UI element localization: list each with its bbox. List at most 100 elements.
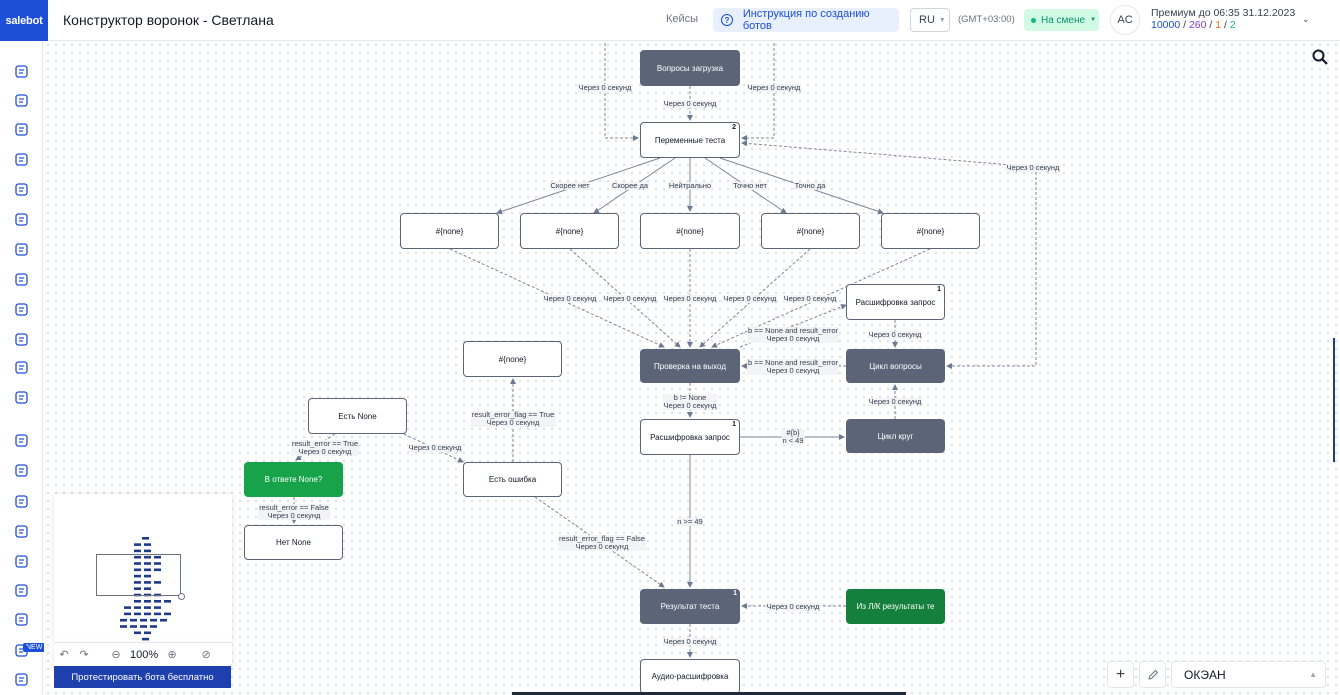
top-bar: salebot Конструктор воронок - Светлана К… [0, 0, 1340, 41]
redo-icon[interactable]: ↷ [79, 649, 89, 661]
search-icon[interactable] [1312, 49, 1328, 70]
premium-info[interactable]: Премиум до 06:35 31.12.2023 10000 / 260 … [1151, 7, 1295, 31]
minimap-block [134, 581, 141, 584]
connection-label-line: result_error_flag == False [559, 534, 645, 543]
connection-label-line: Через 0 секунд [267, 511, 321, 520]
funnel-block[interactable]: #{none} [640, 213, 740, 249]
funnel-block[interactable]: #{none} [881, 213, 980, 249]
block-count-badge: 1 [937, 286, 941, 293]
funnel-block[interactable]: Аудио-расшифровка [640, 659, 740, 694]
chevron-down-icon: ▼ [1090, 17, 1097, 23]
funnel-block[interactable]: В ответе None? [244, 462, 343, 497]
courses-icon[interactable] [14, 273, 29, 286]
funnel-block[interactable]: Есть None [308, 398, 407, 434]
shop-icon[interactable] [14, 525, 29, 538]
funnel-constructor-icon[interactable] [14, 65, 29, 78]
connection-line[interactable] [739, 304, 847, 348]
connection-label: Скорее да [610, 182, 650, 190]
connection-label: Через 0 секунд [662, 638, 718, 646]
cloud-icon[interactable] [14, 644, 29, 657]
funnel-block[interactable]: Из Л/К результаты те [846, 589, 945, 624]
bot-guide-button[interactable]: ? Инструкция по созданию ботов [713, 8, 899, 32]
funnel-block[interactable]: Цикл круг [846, 419, 945, 453]
calculator-icon[interactable] [14, 361, 29, 374]
connection-line[interactable] [741, 43, 775, 141]
clients-icon[interactable] [14, 94, 29, 107]
hide-minimap-icon[interactable]: ⊘ [201, 649, 211, 661]
funnel-block[interactable]: Нет None [244, 525, 343, 560]
connection-line[interactable] [699, 248, 811, 348]
test-bot-button[interactable]: Протестировать бота бесплатно [54, 666, 231, 688]
connection-line[interactable] [604, 43, 639, 141]
minimap[interactable] [54, 494, 232, 642]
apps-icon[interactable] [14, 555, 29, 568]
tag-icon[interactable] [14, 613, 29, 626]
payments-icon[interactable] [14, 495, 29, 508]
minimap-block [154, 568, 161, 572]
forms-icon[interactable] [14, 584, 29, 597]
funnel-block[interactable]: #{none} [463, 341, 562, 377]
funnel-select[interactable]: ОКЭАН ▲ [1171, 661, 1326, 688]
tv-icon[interactable] [14, 303, 29, 316]
undo-icon[interactable]: ↶ [59, 649, 69, 661]
connection-label: Через 0 секунд [542, 295, 598, 303]
language-select[interactable]: RU ▼ [910, 8, 950, 32]
minimap-block [144, 574, 151, 578]
edit-icon[interactable] [1139, 661, 1166, 688]
database-icon[interactable] [14, 391, 29, 404]
stats-icon[interactable] [14, 333, 29, 346]
connection-line[interactable] [295, 433, 336, 461]
cases-link[interactable]: Кейсы [666, 13, 699, 25]
funnel-block[interactable]: #{none} [520, 213, 619, 249]
funnel-block[interactable]: #{none} [761, 213, 860, 249]
minimap-viewport[interactable] [96, 554, 181, 596]
connection-label: Скорее нет [549, 182, 591, 190]
funnel-block-label: Вопросы загрузка [656, 63, 724, 73]
mail-icon[interactable] [14, 213, 29, 226]
archive-icon[interactable] [14, 243, 29, 256]
funnel-block[interactable]: #{none} [400, 213, 499, 249]
connection-label-line: Через 0 секунд [766, 366, 820, 375]
count-d: 2 [1229, 19, 1236, 31]
count-c: 1 [1215, 19, 1222, 31]
connection-label-line: Через 0 секунд [663, 294, 717, 303]
table-icon[interactable] [14, 153, 29, 166]
connection-label-line: result_error_flag == True [471, 410, 555, 419]
account-menu-chevron-icon[interactable]: ⌄ [1302, 14, 1310, 24]
horizontal-scrollbar[interactable] [512, 692, 906, 695]
zoom-in-icon[interactable]: ⊕ [167, 649, 177, 661]
block-count-badge: 1 [732, 421, 736, 428]
connection-label: Точно да [793, 182, 827, 190]
target-icon[interactable] [14, 123, 29, 136]
files-icon[interactable] [14, 673, 29, 686]
funnel-block[interactable]: Есть ошибка [463, 462, 562, 497]
connection-label: Через 0 секунд [782, 295, 838, 303]
avatar[interactable]: AC [1110, 5, 1140, 35]
funnel-block[interactable]: Цикл вопросы [846, 349, 945, 383]
shift-status-button[interactable]: На смене ▼ [1024, 9, 1099, 31]
list-icon[interactable] [14, 183, 29, 196]
timezone-label: (GMT+03:00) [958, 14, 1015, 25]
funnel-block-label: #{none} [916, 226, 945, 236]
connection-line[interactable] [946, 167, 1037, 369]
salebot-logo[interactable]: salebot [0, 0, 48, 41]
add-block-button[interactable]: + [1107, 661, 1134, 688]
vertical-scroll-indicator[interactable] [1333, 338, 1335, 462]
integrations-icon[interactable] [14, 464, 29, 477]
funnel-block[interactable]: Проверка на выход [640, 349, 740, 383]
chat-icon[interactable] [14, 434, 29, 447]
funnel-block[interactable]: Вопросы загрузка [640, 50, 740, 86]
connection-line[interactable] [569, 248, 681, 348]
connection-label: n >= 49 [676, 518, 704, 526]
connection-line[interactable] [534, 496, 665, 588]
zoom-out-icon[interactable]: ⊖ [111, 649, 121, 661]
connection-line[interactable] [741, 140, 1037, 168]
funnel-block-label: Проверка на выход [654, 361, 726, 371]
minimap-resize-handle[interactable] [178, 593, 185, 600]
